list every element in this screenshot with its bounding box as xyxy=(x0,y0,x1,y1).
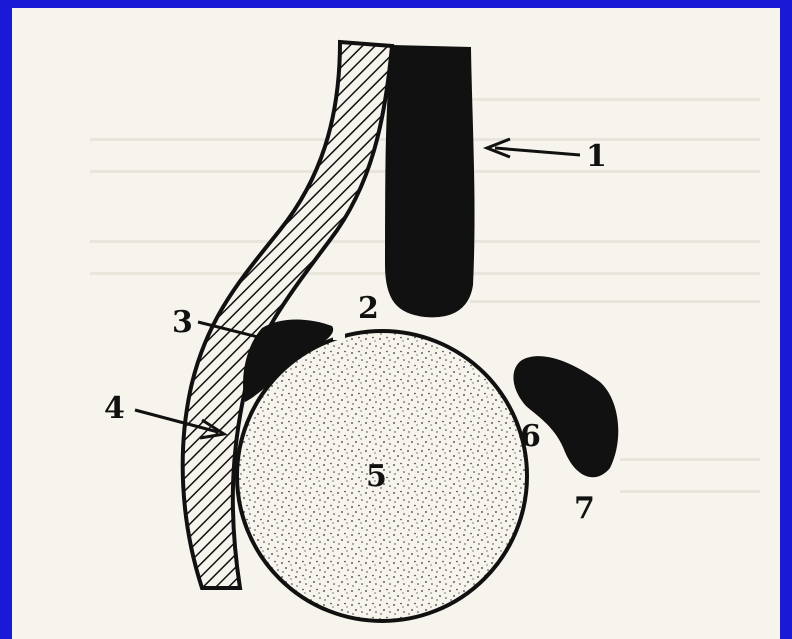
label-3: 3 xyxy=(172,305,193,340)
label-5: 5 xyxy=(366,459,387,494)
label-4: 4 xyxy=(104,391,125,426)
notch xyxy=(333,331,345,340)
label-7: 7 xyxy=(574,491,595,526)
black-column xyxy=(386,46,474,316)
label-1: 1 xyxy=(586,139,607,174)
arrow-1 xyxy=(487,139,580,157)
black-blob-right xyxy=(513,356,618,477)
label-2: 2 xyxy=(358,291,379,326)
label-6: 6 xyxy=(520,419,541,454)
